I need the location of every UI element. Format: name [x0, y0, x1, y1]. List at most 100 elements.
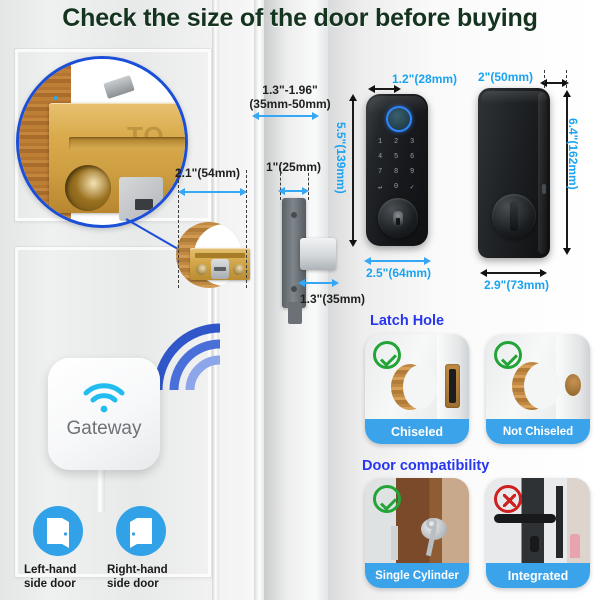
bolt-throw-arrow-right — [332, 279, 339, 287]
faceplate-label: 1"(25mm) — [266, 160, 322, 174]
lock-front-bevel — [368, 96, 426, 114]
right-hand-caption: Right-hand side door — [107, 563, 168, 592]
door-gap-left — [212, 0, 219, 600]
keyway-icon — [393, 211, 403, 226]
chiseled-bore-hole — [391, 364, 437, 410]
strike-latch-cylinder — [211, 259, 229, 279]
back-depth-arrow-left — [480, 269, 487, 277]
lock-side-edge — [538, 92, 547, 254]
gateway-led-icon — [54, 96, 58, 100]
keypad-key-8[interactable]: 8 — [394, 168, 399, 176]
front-depth-label: 1.2"(28mm) — [392, 72, 458, 86]
keypad-key-7[interactable]: 7 — [378, 168, 383, 176]
latch-tailpiece — [288, 302, 302, 324]
gateway-device: Gateway — [48, 358, 160, 470]
key-cylinder — [378, 198, 418, 238]
keypad-key-0[interactable]: 0 — [394, 183, 399, 191]
back-height-arrow-down — [563, 248, 571, 255]
strike-plate-groove — [69, 137, 185, 150]
integrated-thumbturn-icon — [530, 536, 539, 552]
backset-arrow-right — [240, 188, 247, 196]
door-left-icon — [33, 506, 83, 556]
not-chiseled-bore-hole — [512, 362, 560, 410]
strike-screw-hole-left — [196, 264, 207, 275]
back-depth-label: 2.9"(73mm) — [484, 278, 550, 292]
right-hand-caption-line2: side door — [107, 578, 159, 591]
integrated-handle-icon — [494, 514, 556, 523]
front-height-dim-line — [352, 100, 354, 240]
door-strike-plate — [190, 248, 250, 280]
backset-arrow-left — [178, 188, 185, 196]
door-compatibility-heading: Door compatibility — [362, 458, 490, 474]
keypad-key-4[interactable]: 4 — [378, 153, 383, 161]
key-bow-icon — [426, 518, 437, 529]
keypad-key-5[interactable]: 5 — [394, 153, 399, 161]
door-thickness-label-line2: (35mm-50mm) — [249, 97, 331, 111]
latch-hole-heading: Latch Hole — [370, 313, 445, 329]
check-circle-icon — [494, 341, 522, 369]
door-thickness-label-line1: 1.3"-1.96" — [262, 83, 318, 97]
keypad-key-↵[interactable]: ↵ — [378, 184, 383, 192]
back-height-label: 6.4"(162mm) — [566, 118, 580, 190]
back-width-arrow-left — [540, 79, 547, 87]
card-chiseled: Chiseled — [365, 334, 469, 444]
faceplate-arrow-right — [302, 187, 309, 195]
wifi-icon — [83, 383, 125, 413]
latch-tongue-slot — [135, 199, 153, 210]
front-depth-arrow-left — [368, 85, 375, 93]
not-chiseled-bore — [565, 374, 581, 396]
front-height-label: 5.5"(139mm) — [334, 122, 348, 194]
backset-label: 2.1"(54mm) — [175, 166, 241, 180]
check-circle-icon — [373, 485, 401, 513]
front-height-arrow-down — [349, 240, 357, 247]
keypad-key-1[interactable]: 1 — [378, 138, 383, 146]
bolt-throw-arrow-left — [298, 279, 305, 287]
latch-bolt — [300, 238, 336, 270]
cross-circle-icon — [494, 485, 522, 513]
front-depth-dim-line — [372, 88, 398, 90]
back-depth-dim-line — [486, 272, 542, 274]
door-right-icon — [116, 506, 166, 556]
faceplate-ext-right — [308, 168, 309, 200]
reset-port-icon — [542, 184, 546, 194]
strike-plate-slot — [195, 253, 245, 258]
single-cylinder-caption: Single Cylinder — [365, 563, 469, 588]
fingerprint-icon — [386, 106, 412, 132]
left-hand-caption: Left-hand side door — [24, 563, 76, 592]
integrated-strip — [556, 486, 563, 558]
faceplate-dim-line — [282, 190, 306, 192]
back-height-arrow-up — [563, 90, 571, 97]
bolt-throw-label: 1.3"(35mm) — [300, 292, 366, 306]
lock-side-topface — [481, 91, 547, 103]
front-width-dim-line — [370, 260, 426, 262]
keypad-key-2[interactable]: 2 — [394, 138, 399, 146]
front-depth-arrow-right — [394, 85, 401, 93]
chiseled-mortise — [445, 364, 460, 408]
gateway-plug — [96, 462, 105, 512]
page-title: Check the size of the door before buying — [62, 4, 538, 32]
door-thickness-arrow-right — [312, 112, 319, 120]
thumbturn — [492, 194, 536, 238]
magnifier-strike-plate: TO — [16, 56, 188, 228]
door-panel-bottom — [14, 246, 212, 578]
keypad-key-3[interactable]: 3 — [410, 138, 415, 146]
single-cylinder-lever — [391, 526, 398, 560]
back-width-label: 2"(50mm) — [478, 70, 534, 84]
back-width-arrow-right — [562, 79, 569, 87]
gateway-label: Gateway — [66, 418, 142, 439]
right-hand-caption-line1: Right-hand — [107, 564, 168, 576]
card-single-cylinder: Single Cylinder — [365, 478, 469, 588]
left-hand-caption-line2: side door — [24, 578, 76, 591]
keypad-key-6[interactable]: 6 — [410, 153, 415, 161]
faceplate-ext-left — [280, 168, 281, 200]
vase-decor — [570, 534, 580, 558]
left-hand-caption-line1: Left-hand — [24, 564, 77, 576]
keypad-key-✓[interactable]: ✓ — [410, 184, 415, 192]
backset-dim-line — [180, 191, 244, 193]
door-thickness-dim-line — [256, 115, 314, 117]
keypad-key-9[interactable]: 9 — [410, 168, 415, 176]
card-integrated: Integrated — [486, 478, 590, 588]
front-width-label: 2.5"(64mm) — [366, 266, 432, 280]
door-thickness-arrow-left — [252, 112, 259, 120]
